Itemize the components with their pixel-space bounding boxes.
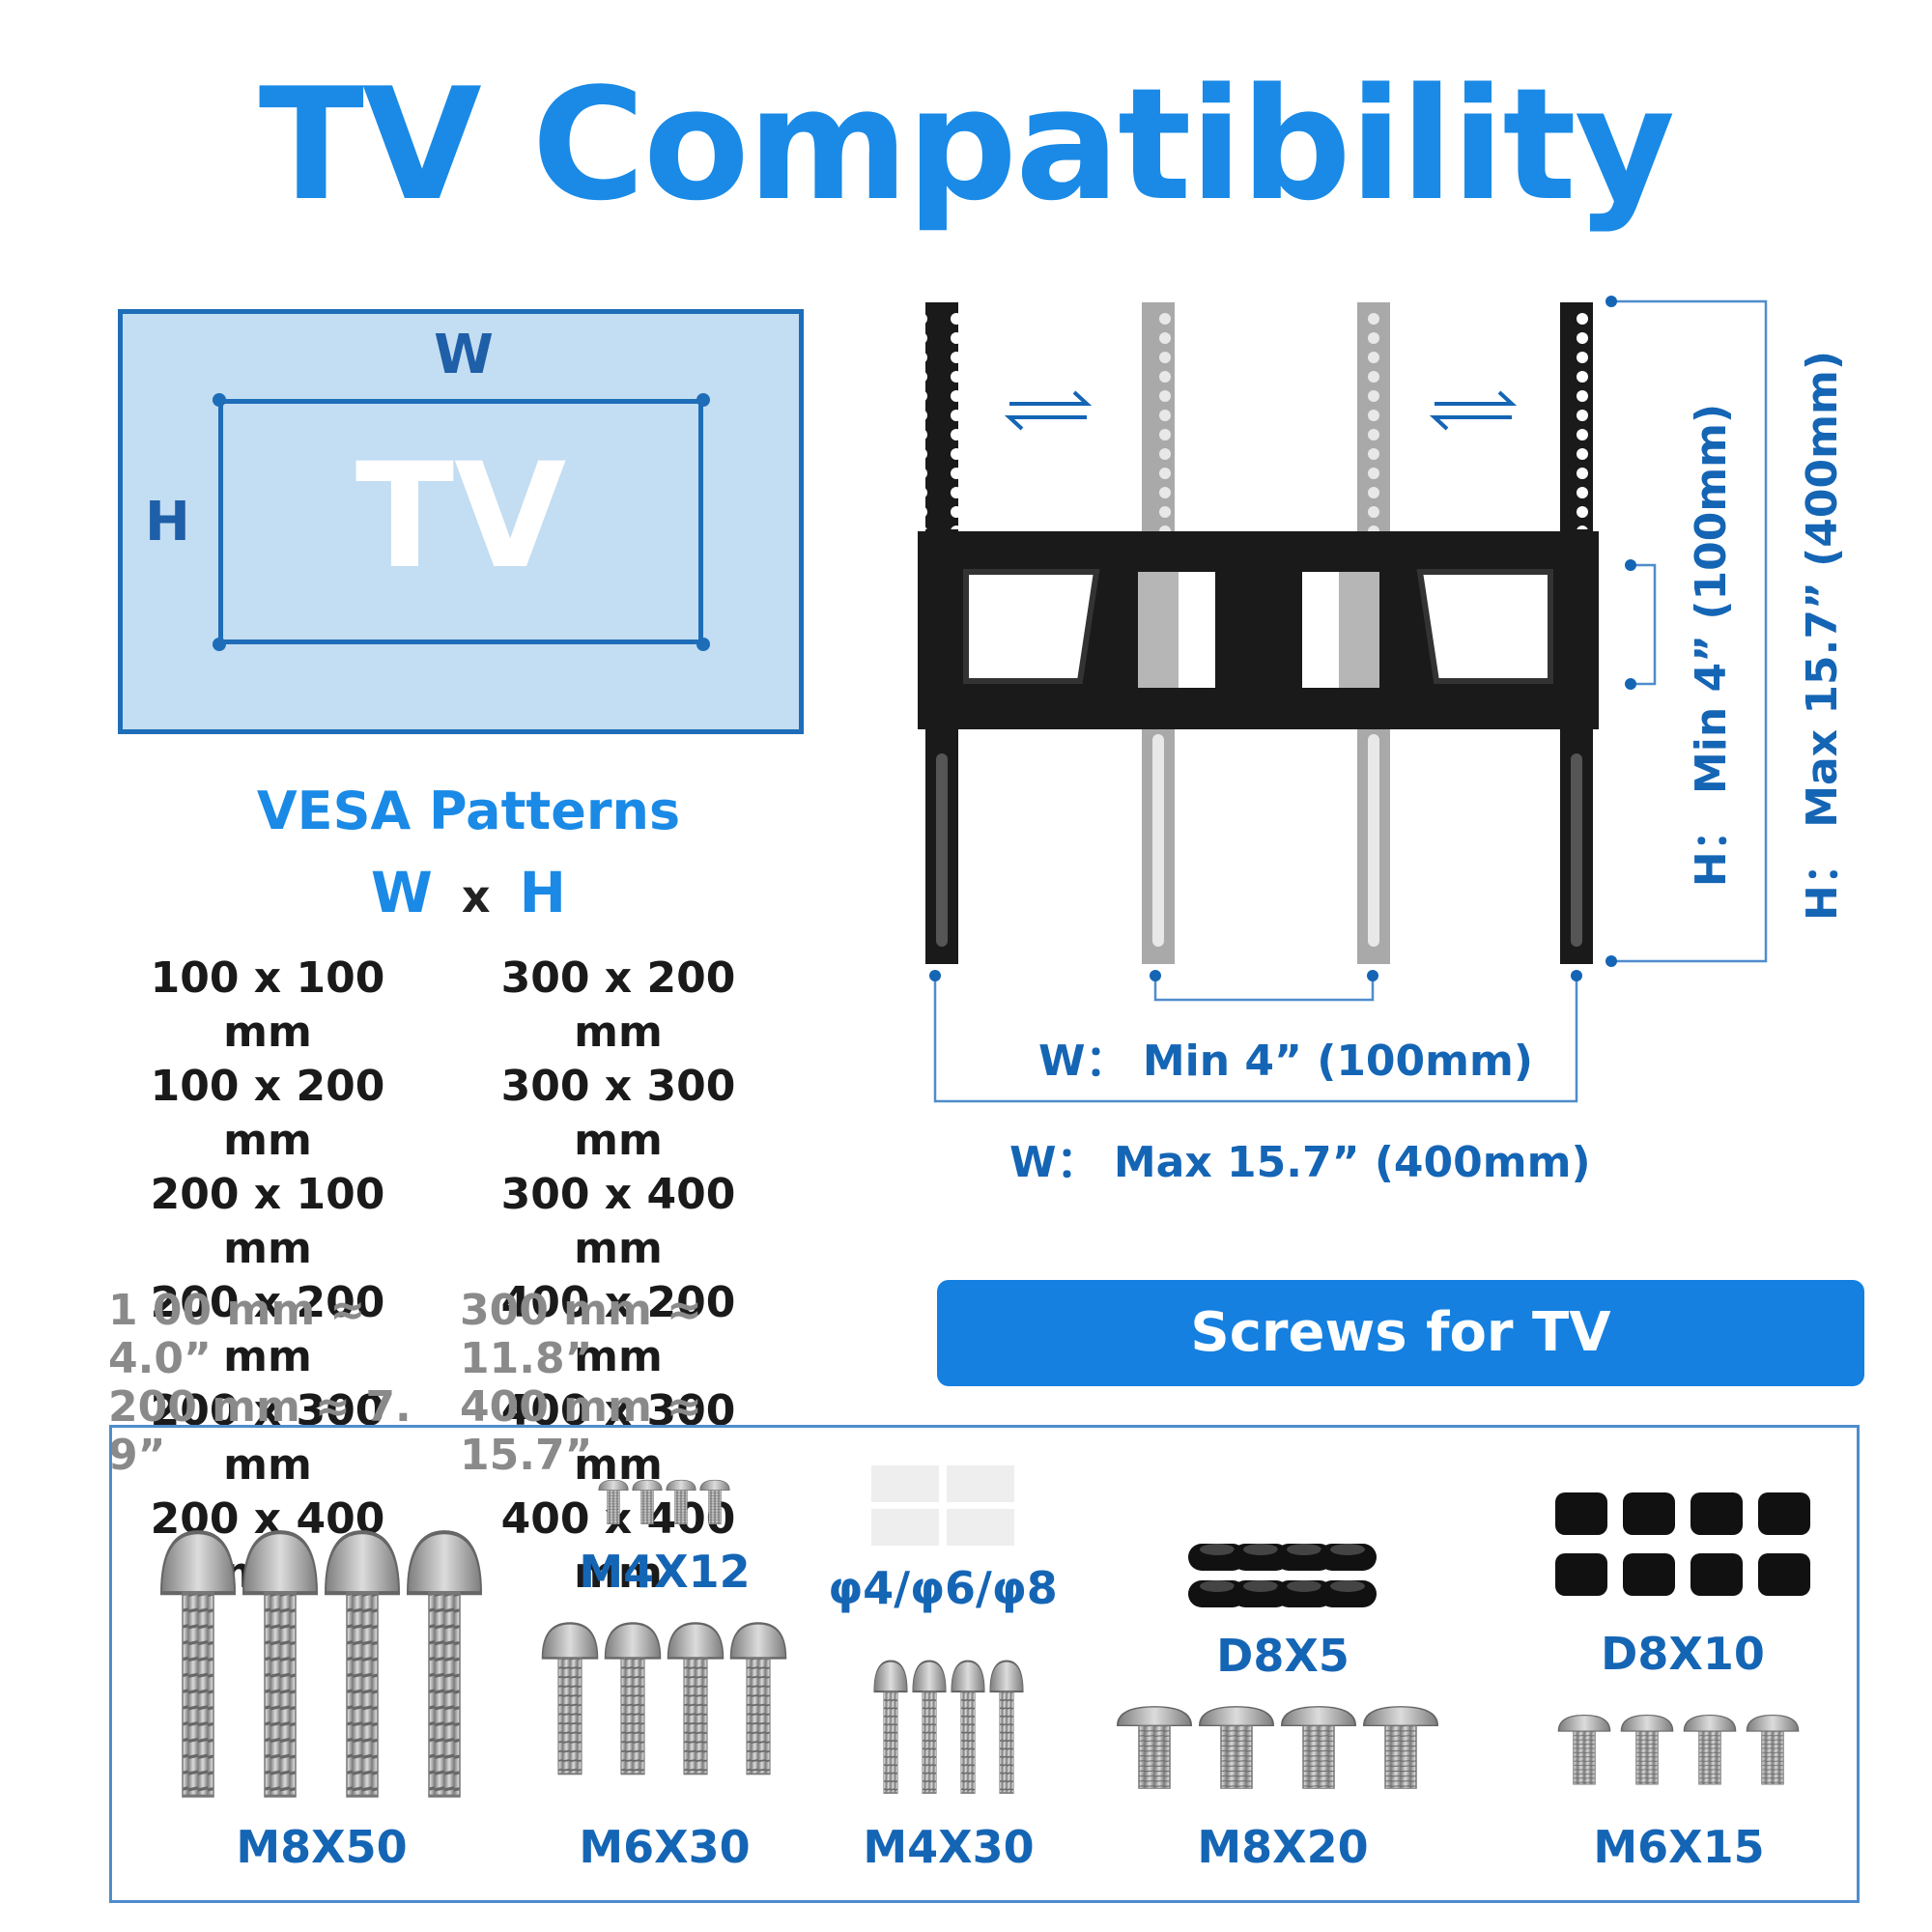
screw-label-d8x5: D8X5	[1216, 1630, 1350, 1682]
width-min-label: W： Min 4” (100mm)	[1038, 1037, 1533, 1086]
screw-label-m4x30: M4X30	[863, 1821, 1035, 1873]
bolt-m4x12-icon	[598, 1479, 730, 1525]
screw-label-m4x12: M4X12	[579, 1546, 751, 1598]
bolt-m6x15-icon	[1557, 1714, 1800, 1785]
wall-plate	[918, 531, 1599, 729]
vesa-x: x	[461, 870, 491, 923]
bolt-m8x20-icon	[1117, 1705, 1438, 1790]
vesa-pattern: 200 x 200 mm	[150, 1278, 385, 1381]
vesa-pattern: 300 x 300 mm	[500, 1062, 736, 1165]
dimension-lines	[933, 299, 1768, 1103]
tv-width-label: W	[434, 324, 494, 386]
width-max-label: W： Max 15.7” (400mm)	[1009, 1138, 1591, 1187]
height-max-label: H： Max 15.7” (400mm)	[1798, 351, 1847, 921]
vesa-pattern: 100 x 100 mm	[150, 953, 385, 1057]
screw-label-m6x30: M6X30	[579, 1821, 751, 1873]
spacer-pads-icon	[871, 1465, 1014, 1546]
corner-dot	[696, 638, 710, 651]
conversion-item: 400 mm ≈ 15.7”	[460, 1382, 703, 1480]
black-arm-right	[1560, 302, 1593, 964]
page-title: TV Compatibility	[258, 54, 1675, 235]
conversion-item: 1 00 mm ≈ 4.0”	[108, 1286, 366, 1383]
vesa-rectangle	[218, 399, 703, 644]
washer-d8x5-icon	[1188, 1544, 1377, 1607]
slide-arrows-icon	[1004, 390, 1518, 431]
screws-panel	[109, 1425, 1860, 1903]
corner-dot	[213, 638, 226, 651]
bolt-m8x50-icon	[161, 1532, 481, 1796]
dimension-dots	[929, 296, 1636, 981]
vesa-pattern: 300 x 200 mm	[500, 953, 736, 1057]
screw-label-m6x15: M6X15	[1593, 1821, 1765, 1873]
tv-mount-illustration	[918, 296, 1768, 1103]
screw-label-d8x10: D8X10	[1601, 1628, 1765, 1680]
conversion-item: 200 mm ≈ 7. 9”	[108, 1382, 412, 1480]
tv-height-label: H	[145, 491, 190, 554]
spacer-d8x10-icon	[1555, 1492, 1810, 1596]
bolt-m4x30-icon	[872, 1660, 1025, 1795]
vesa-list-right: 300 x 200 mm 300 x 300 mm 300 x 400 mm 4…	[454, 952, 782, 1601]
corner-dot	[213, 393, 226, 407]
corner-dot	[696, 393, 710, 407]
vesa-pattern: 200 x 100 mm	[150, 1170, 385, 1273]
conversion-list-left: 1 00 mm ≈ 4.0” 200 mm ≈ 7. 9”	[108, 1287, 437, 1480]
vesa-pattern: 300 x 400 mm	[500, 1170, 736, 1273]
screw-label-m8x20: M8X20	[1197, 1821, 1369, 1873]
screws-banner: Screws for TV	[937, 1280, 1864, 1386]
tv-label: TV	[355, 433, 567, 601]
vesa-pattern: 100 x 200 mm	[150, 1062, 385, 1165]
screw-label-m8x50: M8X50	[236, 1821, 408, 1873]
height-min-label: H： Min 4” (100mm)	[1687, 403, 1736, 888]
vesa-w: W	[370, 860, 433, 925]
vesa-pattern: 400 x 200 mm	[500, 1278, 736, 1381]
tv-outline	[118, 309, 804, 734]
screws-illustration	[109, 1465, 1810, 1903]
bolt-m6x30-icon	[541, 1622, 787, 1776]
screw-label-phi: φ4/φ6/φ8	[828, 1562, 1058, 1614]
conversion-item: 300 mm ≈ 11.8”	[460, 1286, 703, 1383]
vesa-title: VESA Patterns	[256, 781, 681, 841]
vesa-h: H	[519, 860, 567, 925]
conversion-list-right: 300 mm ≈ 11.8” 400 mm ≈ 15.7”	[460, 1287, 788, 1480]
